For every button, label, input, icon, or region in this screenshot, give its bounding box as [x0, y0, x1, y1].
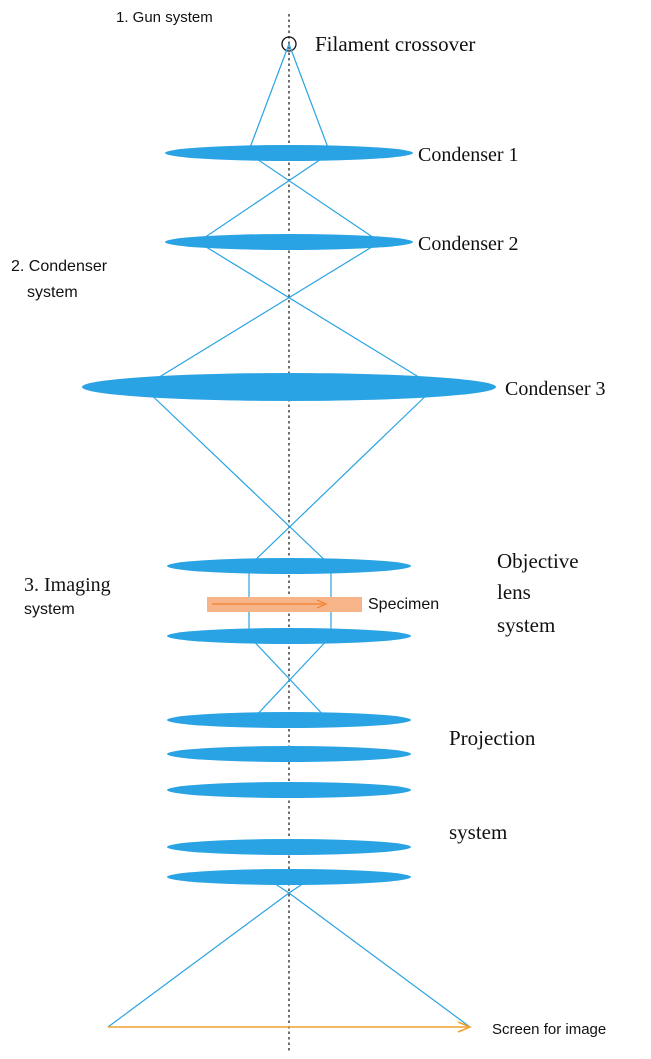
objective-label-line3: system [497, 613, 555, 637]
projection-lens-1 [167, 712, 411, 728]
rays-gun [247, 43, 331, 154]
projection-lens-3 [167, 782, 411, 798]
specimen-arrow-icon [212, 599, 328, 609]
gun-system-label: 1. Gun system [116, 9, 213, 26]
rays-condenser-1 [197, 152, 381, 243]
projection-system-label: system [449, 820, 507, 844]
condenser-3-label: Condenser 3 [505, 378, 606, 400]
objective-label-line2: lens [497, 580, 531, 604]
objective-lower-lens [167, 628, 411, 644]
imaging-system-label-line2: system [24, 601, 75, 618]
condenser-1-lens [165, 145, 413, 161]
rays-condenser-3 [142, 386, 436, 567]
projection-lens-4 [167, 839, 411, 855]
condenser-2-label: Condenser 2 [418, 233, 519, 255]
screen-arrow-icon [108, 1021, 472, 1033]
objective-upper-lens [167, 558, 411, 574]
projection-lens-5 [167, 869, 411, 885]
condenser-3-lens [82, 373, 496, 401]
objective-label-line1: Objective [497, 549, 579, 573]
condenser-system-label-line2: system [27, 284, 78, 301]
imaging-system-label-line1: 3. Imaging [24, 574, 111, 596]
rays-condenser-2 [142, 241, 436, 388]
condenser-2-lens [165, 234, 413, 250]
specimen-label: Specimen [368, 596, 439, 613]
screen-label: Screen for image [492, 1021, 606, 1038]
filament-crossover-icon [281, 36, 297, 52]
projection-lens-2 [167, 746, 411, 762]
filament-crossover-label: Filament crossover [315, 32, 475, 56]
projection-label: Projection [449, 726, 536, 750]
condenser-1-label: Condenser 1 [418, 144, 519, 166]
condenser-system-label-line1: 2. Condenser [11, 258, 108, 275]
